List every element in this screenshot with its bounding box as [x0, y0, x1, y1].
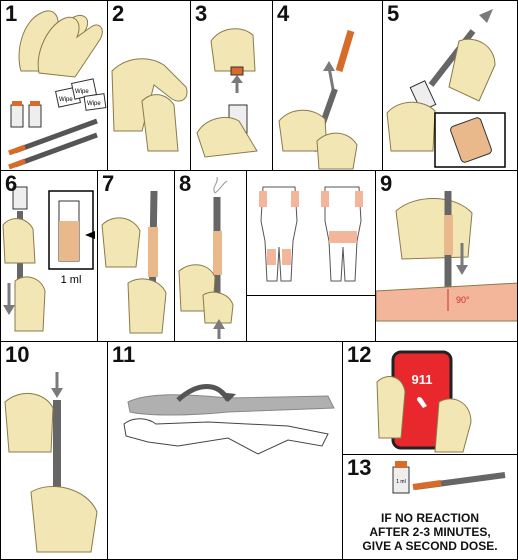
- step-13-panel: 1 ml 13 IF NO REACTION AFTER 2-3 MINUTES…: [342, 454, 518, 560]
- step-2-panel: 2: [107, 0, 191, 171]
- front-body-figure: [259, 186, 299, 282]
- vial-icon: [28, 104, 42, 128]
- step-number: 11: [112, 342, 136, 367]
- step-9-panel: 90° 9: [375, 170, 518, 342]
- step-number: 1: [5, 1, 18, 26]
- syringe-icon: [14, 118, 98, 154]
- vial-icon: [10, 104, 24, 128]
- step-number: 2: [112, 1, 125, 26]
- injection-site-arm: [321, 191, 329, 207]
- step-7-panel: 7: [97, 170, 175, 342]
- step-3-panel: 3: [190, 0, 273, 171]
- instruction-line: AFTER 2-3 MINUTES,: [369, 525, 491, 539]
- second-dose-illustration: 1 ml: [392, 461, 506, 494]
- phone-number-label: 911: [412, 372, 433, 387]
- syringe-volume-label: 1 ml: [61, 274, 82, 286]
- step-number: 10: [5, 342, 30, 367]
- injection-sites-panel: [246, 170, 376, 296]
- step-4-panel: 4: [272, 0, 383, 171]
- vial-label: 1 ml: [396, 479, 405, 485]
- injection-site-thigh: [282, 249, 291, 265]
- phone-icon: [417, 397, 427, 408]
- inserting-needle-into-vial-illustration: [386, 9, 506, 168]
- step-5-panel: 5: [382, 0, 518, 171]
- injection-sites-illustration: [259, 186, 363, 282]
- step-12-panel: 911 12: [342, 341, 518, 455]
- instruction-line: GIVE A SECOND DOSE.: [362, 539, 498, 553]
- wipe-label-1: Wipe: [59, 97, 73, 103]
- injection-site-arm: [355, 191, 363, 207]
- recovery-position-illustration: [123, 384, 335, 455]
- drawing-medicine-illustration: 1 ml: [2, 186, 95, 332]
- step-number: 6: [5, 171, 18, 196]
- step-11-panel: 11: [107, 341, 343, 560]
- removing-needle-cap-illustration: [278, 29, 358, 170]
- step-number: 8: [179, 171, 192, 196]
- step-6-panel: 1 ml 6: [0, 170, 98, 342]
- step-10-panel: 10: [0, 341, 108, 560]
- pushing-plunger-illustration: [4, 372, 98, 553]
- instruction-line: IF NO REACTION: [381, 511, 479, 525]
- expelling-air-illustration: [178, 176, 234, 339]
- step-number: 12: [347, 342, 372, 367]
- back-body-figure: [321, 186, 363, 282]
- vial-icon: [12, 186, 28, 210]
- tapping-syringe-illustration: [101, 190, 167, 334]
- person-in-recovery-position: [123, 418, 329, 455]
- injection-site-thigh: [267, 249, 276, 265]
- syringe-icon: [14, 132, 98, 168]
- step-1-panel: Wipe Wipe Wipe 1: [0, 0, 108, 171]
- step-number: 3: [195, 1, 208, 26]
- step-number: 4: [277, 1, 290, 26]
- step-number: 7: [102, 171, 115, 196]
- angle-label: 90°: [456, 295, 470, 305]
- wipe-label-2: Wipe: [75, 89, 89, 95]
- injection-site-arm: [291, 191, 299, 207]
- step-number: 13: [347, 455, 372, 480]
- removing-vial-cap-illustration: [196, 28, 258, 158]
- putting-on-gloves-illustration: [111, 58, 188, 152]
- injecting-at-90-degrees-illustration: 90°: [376, 191, 517, 322]
- injection-site-arm: [259, 191, 267, 207]
- step-number: 9: [380, 171, 393, 196]
- step-8-panel: 8: [174, 170, 247, 342]
- second-dose-instruction: IF NO REACTION AFTER 2-3 MINUTES, GIVE A…: [343, 511, 517, 553]
- injection-site-buttock: [329, 231, 357, 243]
- gloves-vials-syringes-illustration: Wipe Wipe Wipe: [8, 10, 107, 170]
- calling-911-illustration: 911: [376, 350, 472, 453]
- wipe-label-3: Wipe: [87, 101, 101, 107]
- step-number: 5: [387, 1, 400, 26]
